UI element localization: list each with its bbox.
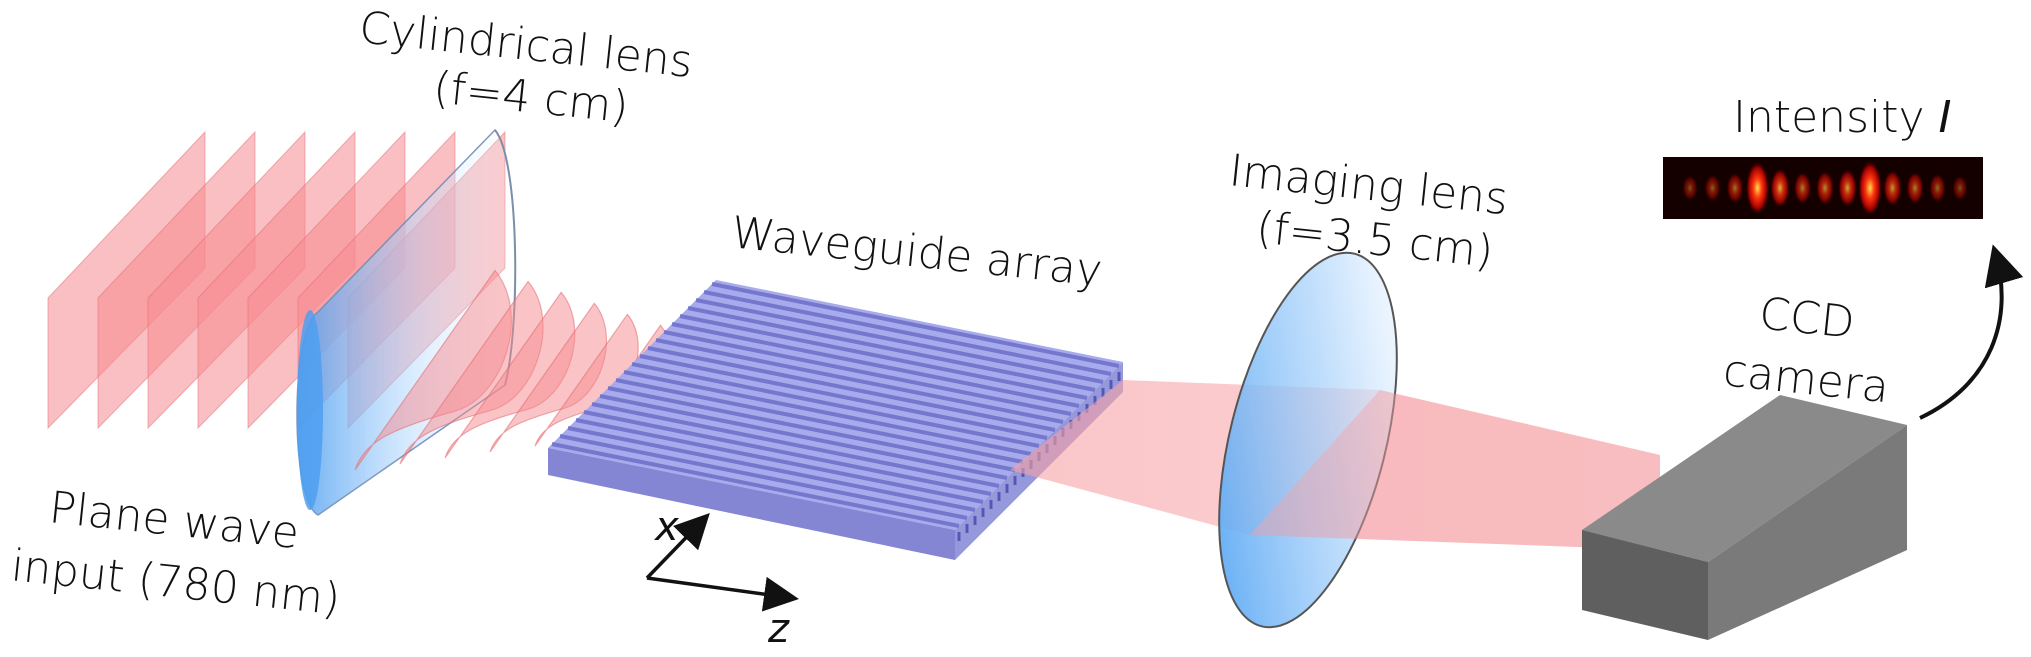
intensity-label: Intensity I — [1733, 92, 1951, 143]
axis-indicator: x z — [645, 504, 799, 652]
waveguide-channel — [671, 322, 1080, 408]
waveguide-channel — [615, 378, 1024, 464]
waveguide-channel — [567, 426, 976, 512]
intensity-spot — [1726, 172, 1744, 204]
waveguide-array-label: Waveguide array — [729, 207, 1105, 297]
waveguide-output-facet — [1005, 484, 1009, 493]
waveguide-channel — [703, 290, 1112, 376]
waveguide-output-facet — [1093, 396, 1097, 405]
waveguide-channel — [711, 282, 1120, 368]
intensity-spot — [1704, 174, 1721, 202]
waveguide-channel — [591, 402, 1000, 488]
intensity-spot — [1906, 171, 1924, 205]
waveguide-channel — [607, 386, 1016, 472]
waveguide-output-facet — [997, 492, 1001, 501]
waveguide-channel — [663, 330, 1072, 416]
plane-wave-label: Plane wave input (780 nm) — [9, 482, 343, 625]
waveguide-channel — [559, 434, 968, 520]
waveguide-channel — [647, 346, 1056, 432]
focused-beam — [1250, 390, 1660, 550]
waveguide-channel — [687, 306, 1096, 392]
waveguide-output-facet — [965, 524, 969, 533]
imaging-lens-label: Imaging lens (f=3.5 cm) — [1227, 145, 1511, 278]
waveguide-channel — [639, 354, 1048, 440]
axis-z-label: z — [767, 606, 790, 652]
intensity-image — [1663, 157, 1983, 219]
axis-x-label: x — [653, 504, 679, 550]
waveguide-channel — [631, 362, 1040, 448]
intensity-spot — [1682, 175, 1698, 201]
waveguide-channel — [599, 394, 1008, 480]
imaging-lens — [1218, 251, 1398, 629]
svg-text:camera: camera — [1721, 345, 1892, 413]
intensity-spot — [1929, 173, 1946, 203]
cylindrical-lens-label: Cylindrical lens (f=4 cm) — [357, 2, 695, 133]
waveguide-channel — [695, 298, 1104, 384]
waveguide-channel — [623, 370, 1032, 456]
waveguide-channels — [551, 282, 1121, 541]
intensity-spot — [1816, 170, 1834, 206]
waveguide-output-facet — [1013, 476, 1017, 485]
waveguide-channel — [655, 338, 1064, 424]
svg-text:Intensity I: Intensity I — [1733, 92, 1951, 143]
intensity-spot — [1745, 160, 1770, 216]
intensity-spot — [1793, 171, 1812, 205]
intensity-spot — [1952, 175, 1968, 201]
waveguide-output-facet — [973, 516, 977, 525]
waveguide-channel — [583, 410, 992, 496]
output-arrow — [1919, 244, 2024, 420]
waveguide-output-facet — [957, 532, 961, 541]
waveguide-channel — [551, 442, 960, 528]
waveguide-output-facet — [1117, 372, 1121, 381]
waveguide-channel — [575, 418, 984, 504]
intensity-spot — [1770, 168, 1790, 208]
waveguide-output-facet — [1101, 388, 1105, 397]
intensity-spot — [1883, 169, 1902, 207]
svg-text:CCD: CCD — [1757, 288, 1857, 349]
waveguide-output-facet — [1085, 404, 1089, 413]
waveguide-channel — [679, 314, 1088, 400]
intensity-spot — [1838, 169, 1857, 207]
waveguide-output-facet — [1109, 380, 1113, 389]
ccd-camera — [1582, 395, 1907, 640]
waveguide-output-facet — [989, 500, 993, 509]
waveguide-output-facet — [981, 508, 985, 517]
waveguide-array — [548, 280, 1123, 560]
ccd-camera-label: CCD camera — [1721, 288, 1892, 413]
intensity-spot — [1858, 160, 1882, 216]
